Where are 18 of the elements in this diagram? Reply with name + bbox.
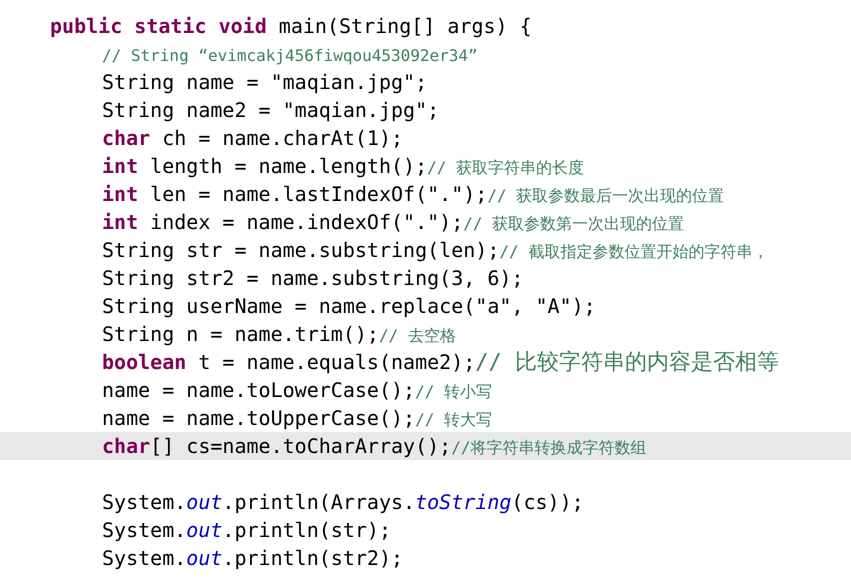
- code-line: String str2 = name.substring(3, 6);: [101, 265, 524, 292]
- code-line: name = name.toUpperCase();// 转大写: [101, 405, 493, 432]
- code-line: String name = "maqian.jpg";: [101, 69, 428, 96]
- code-line: System.out.println(str);: [101, 517, 392, 544]
- code-line: System.out.println(str2);: [101, 545, 404, 572]
- code-line: String n = name.trim();// 去空格: [101, 321, 457, 348]
- code-line: char ch = name.charAt(1);: [101, 125, 404, 152]
- code-line: boolean t = name.equals(name2);// 比较字符串的内容是否相等: [101, 349, 780, 376]
- code-line: System.out.println(Arrays.toString(cs));: [101, 489, 585, 516]
- code-line: String str = name.substring(len);// 截取指定参数位置开始的字符串，: [101, 237, 770, 264]
- code-line: name = name.toLowerCase();// 转小写: [101, 377, 493, 404]
- code-line: int len = name.lastIndexOf(".");// 获取参数最后一次出现的位置: [101, 181, 726, 208]
- code-line: String name2 = "maqian.jpg";: [101, 97, 440, 124]
- code-line: int length = name.length();// 获取字符串的长度: [101, 153, 586, 180]
- code-line: public static void main(String[] args) {: [49, 13, 533, 40]
- code-line: int index = name.indexOf(".");// 获取参数第一次出现的位置: [101, 209, 686, 236]
- code-line: // String “evimcakj456fiwqou453092er34”: [101, 45, 479, 67]
- code-line: String userName = name.replace("a", "A");: [101, 293, 597, 320]
